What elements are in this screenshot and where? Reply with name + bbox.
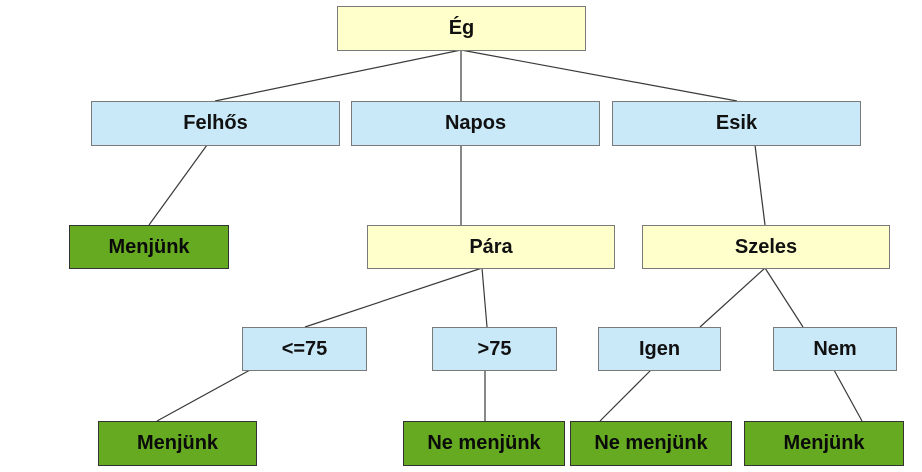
node-gt-75: >75 [432,327,557,371]
edge-no-leaf [833,369,863,422]
leaf-node-igen-ne-menjunk: Ne menjünk [570,421,732,466]
leaf-node-le75-menjunk: Menjünk [98,421,257,466]
node-le-75: <=75 [242,327,367,371]
edge-low-leaf [156,369,251,422]
edge-yes-leaf [599,369,652,422]
edge-root-rain [460,49,738,102]
node-felhos: Felhős [91,101,340,146]
leaf-node-gt75-ne-menjunk: Ne menjünk [403,421,565,466]
node-para: Pára [367,225,615,269]
node-napos: Napos [351,101,600,146]
edge-rain-windy [754,144,766,226]
edge-cloudy-leaf [148,144,208,226]
node-nem: Nem [773,327,897,371]
edge-humidity-high [481,267,488,328]
leaf-node-felhos-menjunk: Menjünk [69,225,229,269]
node-root-eg: Ég [337,6,586,51]
edge-root-cloudy [214,49,462,102]
edge-windy-yes [699,267,766,328]
node-igen: Igen [598,327,721,371]
edge-windy-no [764,267,804,328]
node-esik: Esik [612,101,861,146]
node-szeles: Szeles [642,225,890,269]
edge-humidity-low [304,267,483,328]
leaf-node-nem-menjunk: Menjünk [744,421,904,466]
